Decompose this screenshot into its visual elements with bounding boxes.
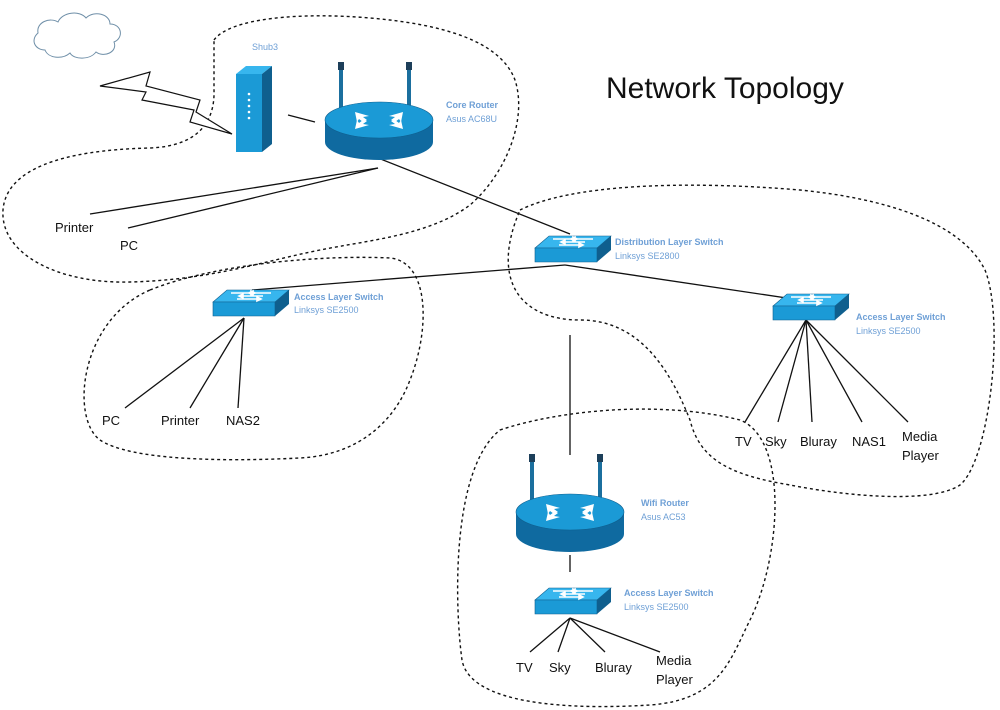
client-label: Player (656, 672, 694, 687)
wifi-router-name: Wifi Router (641, 498, 689, 508)
wifi-router-icon (514, 452, 626, 554)
distribution-switch-model: Linksys SE2800 (615, 251, 680, 261)
access-switch-bottom-model: Linksys SE2500 (624, 602, 689, 612)
access-switch-bottom-icon (534, 587, 612, 615)
modem-icon (236, 66, 272, 152)
core-router-icon (323, 60, 435, 162)
client-label: NAS2 (226, 413, 260, 428)
access-switch-bottom-name: Access Layer Switch (624, 588, 714, 598)
zone-bottom (456, 408, 776, 708)
client-label: PC (102, 413, 120, 428)
zone-left (83, 256, 424, 461)
client-label: TV (735, 434, 752, 449)
access-switch-right-icon (772, 293, 850, 321)
lightning-icon (99, 71, 233, 135)
client-label: Sky (549, 660, 571, 675)
core-router-model: Asus AC68U (446, 114, 497, 124)
cloud-icon (33, 12, 121, 59)
client-label: Player (902, 448, 940, 463)
access-switch-left-model: Linksys SE2500 (294, 305, 359, 315)
distribution-switch-name: Distribution Layer Switch (615, 237, 724, 247)
network-links (89, 114, 909, 653)
client-label: Bluray (595, 660, 632, 675)
client-label: Media (656, 653, 692, 668)
client-label: PC (120, 238, 138, 253)
client-label: Bluray (800, 434, 837, 449)
client-label: Media (902, 429, 938, 444)
client-label: Printer (161, 413, 200, 428)
core-router-name: Core Router (446, 100, 499, 110)
modem-label: Shub3 (252, 42, 278, 52)
diagram-title: Network Topology (606, 72, 844, 105)
access-switch-left-name: Access Layer Switch (294, 292, 384, 302)
client-label: TV (516, 660, 533, 675)
access-switch-left-icon (212, 289, 290, 317)
client-label: Sky (765, 434, 787, 449)
zone-core (2, 15, 520, 283)
zone-right (507, 184, 995, 498)
client-label: Printer (55, 220, 94, 235)
client-label: NAS1 (852, 434, 886, 449)
access-switch-right-name: Access Layer Switch (856, 312, 946, 322)
access-switch-right-model: Linksys SE2500 (856, 326, 921, 336)
wifi-router-model: Asus AC53 (641, 512, 686, 522)
distribution-switch-icon (534, 235, 612, 263)
